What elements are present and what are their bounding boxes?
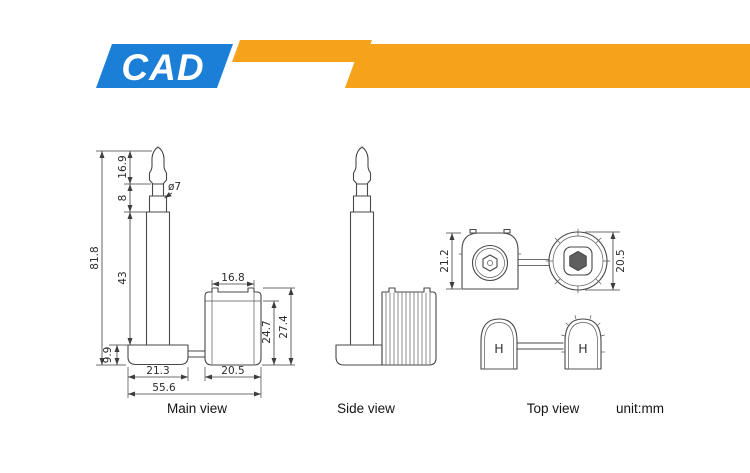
dome-right-rib-ticks bbox=[561, 315, 605, 353]
dome-right-inner bbox=[568, 322, 598, 370]
lock-body-ribs bbox=[385, 292, 431, 365]
leader-line-pin-diameter bbox=[164, 192, 173, 199]
dim-pin-diameter: ø7 bbox=[168, 181, 181, 193]
main-view-label: Main view bbox=[167, 401, 227, 416]
side-view-label: Side view bbox=[337, 401, 395, 416]
housing-tab-left bbox=[469, 228, 477, 234]
housing-hex-socket bbox=[482, 254, 498, 272]
bolt-neck-side bbox=[355, 183, 369, 197]
lock-body-inner-lines bbox=[204, 291, 262, 365]
top-view-dimensions: 21.2 20.5 bbox=[439, 231, 627, 291]
dim-tip-height: 16.9 bbox=[117, 155, 129, 178]
dim-base-height: 9.9 bbox=[102, 347, 114, 364]
dim-base-width: 21.3 bbox=[146, 365, 169, 377]
main-view: 81.8 16.9 8 43 9.9 ø7 16.8 24.7 27.4 21.… bbox=[89, 146, 295, 398]
dome-left-inner bbox=[484, 322, 514, 370]
header-accent-band bbox=[345, 44, 750, 88]
housing-tab-right bbox=[503, 228, 511, 234]
bottom-view-domes bbox=[480, 315, 605, 370]
housing-inner-circle bbox=[475, 248, 505, 278]
lock-body bbox=[204, 287, 262, 366]
top-view-label: Top view bbox=[527, 401, 580, 416]
housing-center-dot bbox=[487, 260, 493, 266]
header-logo-shape bbox=[96, 44, 233, 88]
housing-outline bbox=[461, 232, 519, 290]
dome-left-outer bbox=[480, 318, 518, 370]
bolt-tip bbox=[148, 146, 168, 185]
dome-right-marking: H bbox=[578, 341, 587, 356]
connector-pin bbox=[187, 350, 206, 358]
view-labels: Main view Side view Top view unit:mm bbox=[167, 401, 664, 416]
housing-outer-circle bbox=[471, 244, 509, 282]
dome-left-marking: H bbox=[494, 341, 503, 356]
dim-lock-width: 20.5 bbox=[221, 365, 244, 377]
lower-connector-bar bbox=[516, 342, 564, 350]
side-view bbox=[335, 146, 437, 366]
bolt-seal-outline-main bbox=[127, 146, 262, 366]
dim-top-right-diameter: 20.5 bbox=[615, 249, 627, 272]
bolt-collar bbox=[148, 195, 168, 213]
header-banner: CAD bbox=[96, 40, 750, 88]
top-view: 21.2 20.5 H H bbox=[439, 228, 627, 370]
bolt-neck bbox=[151, 183, 165, 197]
wheel-hex-nut bbox=[569, 250, 587, 272]
dim-top-left-height: 21.2 bbox=[439, 249, 451, 272]
dim-total-width: 55.6 bbox=[152, 382, 176, 394]
dim-total-height: 81.8 bbox=[89, 246, 101, 269]
dim-lock-total-height: 27.4 bbox=[278, 315, 290, 339]
dim-lock-top-width: 16.8 bbox=[221, 272, 244, 284]
bolt-shaft-side bbox=[349, 211, 375, 346]
bolt-shaft bbox=[145, 211, 171, 346]
dome-right-outer bbox=[564, 318, 602, 370]
unit-label: unit:mm bbox=[616, 401, 664, 416]
lock-body-side bbox=[381, 287, 437, 366]
top-view-housing bbox=[458, 228, 522, 290]
logo-text: CAD bbox=[121, 47, 204, 88]
dim-lock-inner-height: 24.7 bbox=[261, 320, 273, 343]
bolt-collar-side bbox=[352, 195, 372, 213]
bolt-base bbox=[127, 344, 189, 366]
header-accent-strip bbox=[232, 40, 372, 62]
dim-neck-height: 8 bbox=[117, 195, 129, 202]
wheel-notch-ticks bbox=[545, 228, 611, 294]
dim-shaft-height: 43 bbox=[117, 271, 129, 284]
main-view-dimensions: 81.8 16.9 8 43 9.9 ø7 16.8 24.7 27.4 21.… bbox=[89, 150, 295, 398]
bolt-tip-side bbox=[352, 146, 372, 185]
wheel-center-square bbox=[563, 246, 593, 276]
top-view-wheel bbox=[545, 228, 611, 294]
bolt-base-side bbox=[335, 344, 383, 366]
upper-connector-bar bbox=[518, 259, 549, 266]
